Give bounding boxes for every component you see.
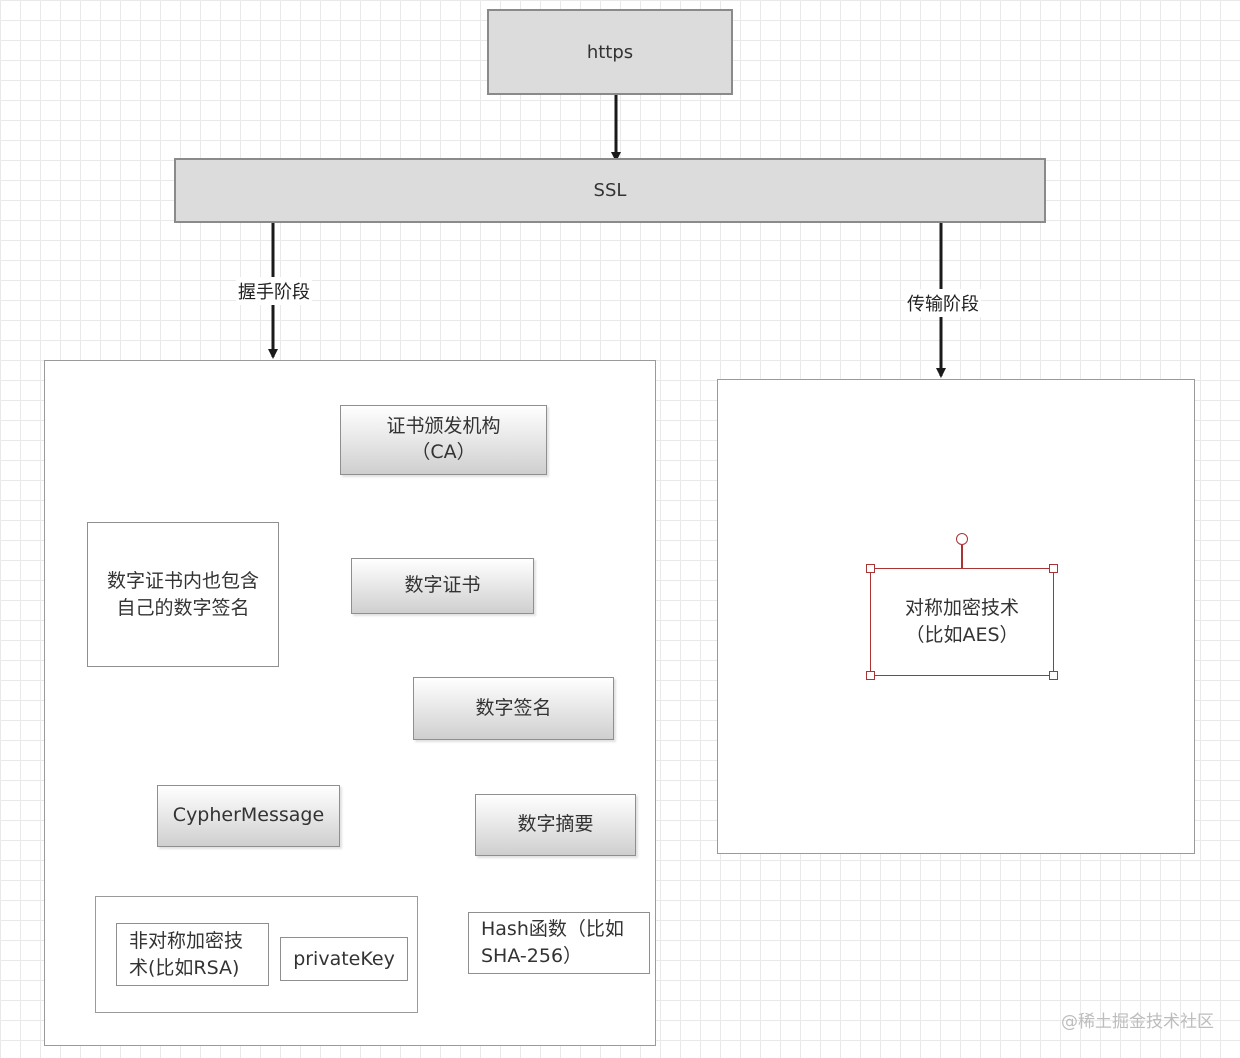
- sym-line-1: 对称加密技术: [904, 597, 1019, 620]
- transfer-phase-label: 传输阶段: [905, 289, 981, 317]
- asymmetric-encryption-node[interactable]: 非对称加密技 术(比如RSA): [116, 923, 269, 986]
- watermark: @稀土掘金技术社区: [1061, 1012, 1214, 1032]
- cypher-message-label: CypherMessage: [172, 804, 325, 827]
- resize-handle-bottom-right[interactable]: [1049, 671, 1058, 680]
- signature-label: 数字签名: [475, 696, 552, 719]
- resize-handle-top-left[interactable]: [866, 564, 875, 573]
- ca-node[interactable]: 证书颁发机构 （CA）: [340, 405, 547, 475]
- certificate-node[interactable]: 数字证书: [351, 558, 534, 614]
- symmetric-encryption-node[interactable]: 对称加密技术 （比如AES）: [870, 568, 1054, 676]
- ca-line-2: （CA）: [411, 441, 476, 463]
- selection-outline: [870, 568, 1054, 676]
- digest-label: 数字摘要: [517, 813, 594, 836]
- ssl-label: SSL: [593, 180, 627, 201]
- https-label: https: [586, 41, 634, 63]
- ca-line-1: 证书颁发机构: [386, 415, 501, 438]
- asym-line-1: 非对称加密技: [129, 929, 244, 952]
- note-line-1: 数字证书内也包含: [106, 569, 259, 592]
- signature-node[interactable]: 数字签名: [413, 677, 614, 740]
- sym-line-2: （比如AES）: [905, 624, 1019, 646]
- ssl-node[interactable]: SSL: [174, 158, 1046, 223]
- certificate-note[interactable]: 数字证书内也包含 自己的数字签名: [87, 522, 279, 667]
- resize-handle-top-right[interactable]: [1049, 564, 1058, 573]
- asym-line-2: 术(比如RSA): [129, 956, 240, 979]
- resize-handle-bottom-left[interactable]: [866, 671, 875, 680]
- certificate-label: 数字证书: [404, 574, 481, 597]
- https-node[interactable]: https: [487, 9, 733, 95]
- cypher-message-node[interactable]: CypherMessage: [157, 785, 340, 847]
- private-key-node[interactable]: privateKey: [280, 937, 408, 981]
- rotate-handle-stem: [961, 545, 963, 568]
- hash-line-2: SHA-256）: [481, 945, 583, 967]
- handshake-phase-label: 握手阶段: [236, 277, 312, 305]
- private-key-label: privateKey: [293, 947, 395, 970]
- digest-node[interactable]: 数字摘要: [475, 794, 636, 856]
- rotate-handle[interactable]: [956, 533, 968, 545]
- note-line-2: 自己的数字签名: [116, 596, 250, 619]
- hash-function-node[interactable]: Hash函数（比如 SHA-256）: [468, 912, 650, 974]
- hash-line-1: Hash函数（比如: [481, 918, 624, 941]
